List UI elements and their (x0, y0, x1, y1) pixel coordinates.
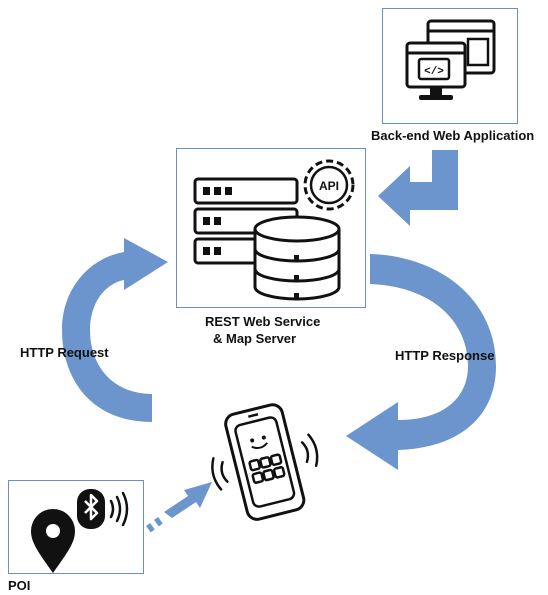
rest-label-line1: REST Web Service (205, 314, 321, 329)
poi-box (8, 480, 144, 574)
backend-box: </> (382, 8, 518, 124)
poi-label: POI (8, 578, 31, 593)
svg-text:API: API (319, 179, 339, 193)
http-request-arrow (62, 238, 168, 450)
rest-server-box: API (176, 148, 366, 308)
code-badge: </> (424, 66, 444, 78)
web-app-window-icon: </> (405, 19, 496, 100)
map-pin-icon (31, 509, 75, 573)
api-gear-icon: API (303, 159, 355, 211)
server-database-icon: API (193, 159, 355, 301)
backend-label: Back-end Web Application (371, 128, 535, 143)
http-response-arrow (346, 254, 496, 470)
map-pin-bluetooth-icon (31, 489, 129, 573)
poi-to-phone-arrow (146, 482, 212, 533)
http-request-label: HTTP Request (20, 345, 109, 360)
smartphone-icon (211, 403, 319, 521)
rest-label-line2: & Map Server (213, 331, 297, 346)
backend-to-server-arrow (378, 150, 458, 226)
http-response-label: HTTP Response (395, 348, 495, 363)
